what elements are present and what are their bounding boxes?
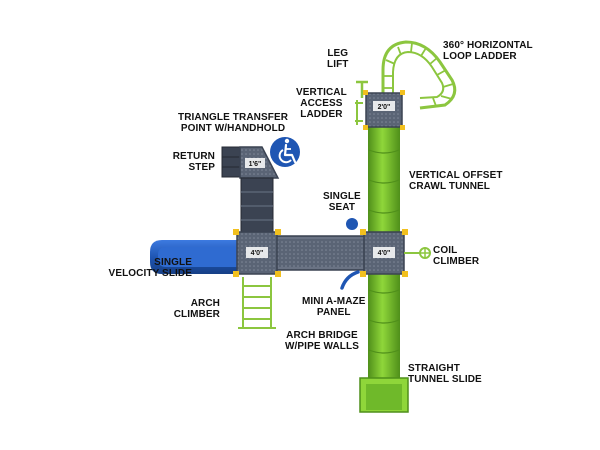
stair-steps [240, 177, 274, 234]
right-deck: 4'0" [360, 229, 408, 277]
leg-lift [356, 80, 368, 98]
label-velocity-slide: SINGLE VELOCITY SLIDE [108, 257, 192, 279]
label-arch-climber: ARCH CLIMBER [173, 298, 220, 320]
arch-climber [238, 277, 276, 329]
triangle-dim: 1'6" [249, 161, 262, 168]
loop-ladder [381, 40, 457, 110]
left-deck-dim: 4'0" [251, 250, 264, 257]
return-step [221, 146, 241, 178]
tunnel-slide-exit [359, 377, 409, 413]
label-vertical-offset-tunnel: VERTICAL OFFSET CRAWL TUNNEL [409, 170, 503, 192]
single-seat [346, 218, 358, 230]
vertical-access-ladder [355, 100, 363, 125]
label-vertical-access-ladder: VERTICAL ACCESS LADDER [296, 87, 347, 120]
mini-amaze-panel [340, 270, 360, 290]
label-loop-ladder: 360° HORIZONTAL LOOP LADDER [443, 40, 533, 62]
label-arch-bridge: ARCH BRIDGE W/PIPE WALLS [285, 330, 359, 352]
velocity-slide [150, 240, 238, 274]
label-return-step: RETURN STEP [172, 151, 215, 173]
label-coil-climber: COIL CLIMBER [433, 245, 480, 267]
left-deck: 4'0" [233, 229, 281, 277]
label-straight-tunnel: STRAIGHT TUNNEL SLIDE [408, 363, 482, 385]
label-single-seat: SINGLE SEAT [323, 191, 361, 213]
right-deck-dim: 4'0" [378, 250, 391, 257]
upper-deck-dim: 2'0" [378, 104, 391, 111]
triangle-transfer-point: 1'6" [239, 146, 280, 179]
label-mini-amaze: MINI A-MAZE PANEL [302, 296, 366, 318]
label-triangle-transfer: TRIANGLE TRANSFER POINT W/HANDHOLD [178, 112, 289, 134]
wheelchair-accessibility-icon [270, 137, 300, 167]
label-leg-lift: LEG LIFT [327, 48, 349, 70]
arch-bridge [272, 235, 370, 271]
upper-deck: 2'0" [363, 90, 405, 130]
coil-climber [404, 247, 431, 259]
